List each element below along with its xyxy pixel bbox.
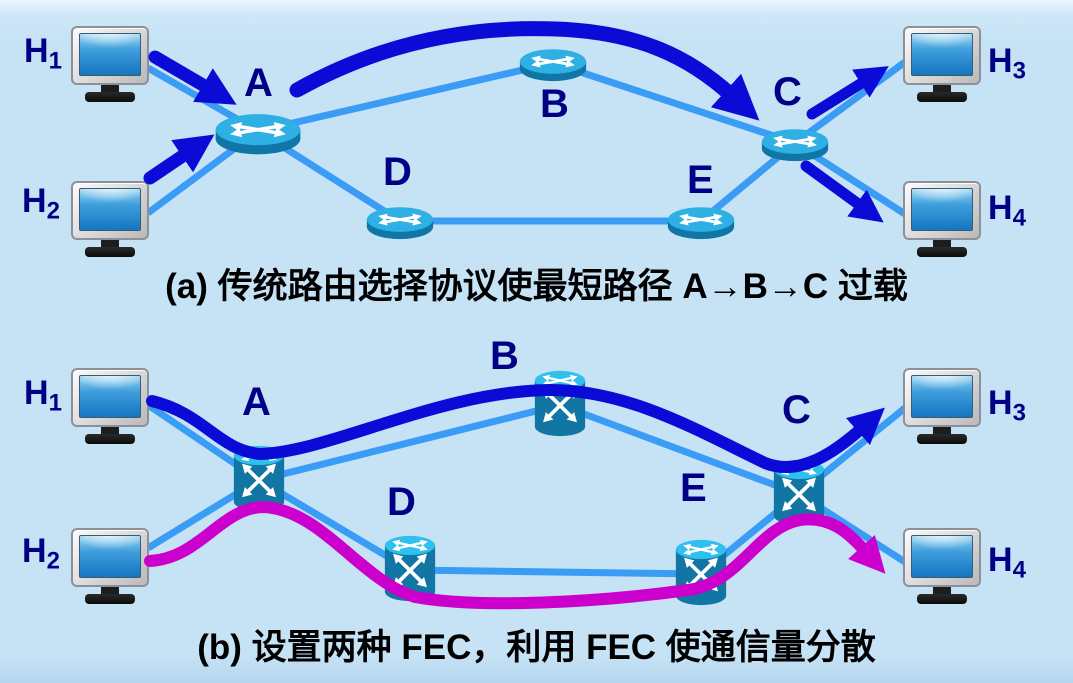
router-icon-a-C [759,122,831,164]
monitor-neck [933,85,951,92]
monitor-bezel [71,368,149,427]
monitor-screen [911,375,973,418]
host-label-b-h2: H2 [22,532,60,575]
monitor-base [85,594,135,604]
monitor-bezel [71,26,149,85]
lsr-icon-b-C [770,458,828,529]
host-icon-b-h4 [903,528,981,604]
host-label-a-h2: H2 [22,182,60,225]
flow-b-fec2-magenta-arrow [144,500,886,610]
monitor-neck [101,85,119,92]
router-icon-a-B [517,42,589,84]
monitor-neck [101,240,119,247]
monitor-base [917,434,967,444]
monitor-screen [911,535,973,578]
host-label-a-h4: H4 [988,189,1026,232]
flow-a-abc-overload-arrow [289,21,760,121]
lsr-icon-b-E [672,538,730,609]
monitor-base [85,247,135,257]
host-label-b-h1: H1 [24,374,62,417]
monitor-bezel [903,26,981,85]
monitor-neck [933,587,951,594]
router-label-a-D: D [383,150,412,194]
monitor-base [85,92,135,102]
flow-a-h2-to-a-arrow [143,134,215,185]
link-b-d-e [409,566,702,578]
caption-a: (a) 传统路由选择协议使最短路径 A→B→C 过载 [165,267,908,306]
host-icon-a-h3 [903,26,981,102]
router-label-b-E: E [680,466,707,510]
router-label-b-A: A [242,380,271,424]
caption-b: (b) 设置两种 FEC，利用 FEC 使通信量分散 [197,628,876,667]
lsr-icon-b-D [381,534,439,605]
host-icon-a-h4 [903,181,981,257]
monitor-neck [101,427,119,434]
monitor-base [917,594,967,604]
host-icon-a-h1 [71,26,149,102]
router-label-a-A: A [244,61,273,105]
flow-a-c-to-h3-arrow [806,66,889,120]
monitor-neck [101,587,119,594]
router-label-a-C: C [773,70,802,114]
host-label-b-h4: H4 [988,541,1026,584]
monitor-base [85,434,135,444]
router-icon-a-D [364,200,436,242]
monitor-bezel [903,181,981,240]
link-b-a-b [258,401,561,484]
flow-a-c-to-h4-arrow [800,160,884,223]
monitor-bezel [71,181,149,240]
lsr-icon-b-B [531,369,589,440]
monitor-screen [79,33,141,76]
lsr-icon-b-A [230,444,288,515]
monitor-screen [79,188,141,231]
monitor-screen [79,535,141,578]
host-icon-b-h3 [903,368,981,444]
host-label-a-h1: H1 [24,32,62,75]
monitor-neck [933,240,951,247]
monitor-screen [79,375,141,418]
router-icon-a-E [665,200,737,242]
monitor-screen [911,188,973,231]
monitor-bezel [71,528,149,587]
router-label-a-E: E [687,158,714,202]
host-icon-b-h1 [71,368,149,444]
flow-a-h1-to-a-arrow [148,50,237,105]
host-icon-b-h2 [71,528,149,604]
monitor-base [917,247,967,257]
host-label-b-h3: H3 [988,384,1026,427]
monitor-bezel [903,528,981,587]
router-label-a-B: B [540,82,569,126]
monitor-base [917,92,967,102]
router-label-b-C: C [782,388,811,432]
monitor-bezel [903,368,981,427]
monitor-screen [911,33,973,76]
host-label-a-h3: H3 [988,42,1026,85]
router-icon-a-A [212,105,304,158]
monitor-neck [933,427,951,434]
router-label-b-D: D [387,480,416,524]
router-label-b-B: B [490,334,519,378]
host-icon-a-h2 [71,181,149,257]
